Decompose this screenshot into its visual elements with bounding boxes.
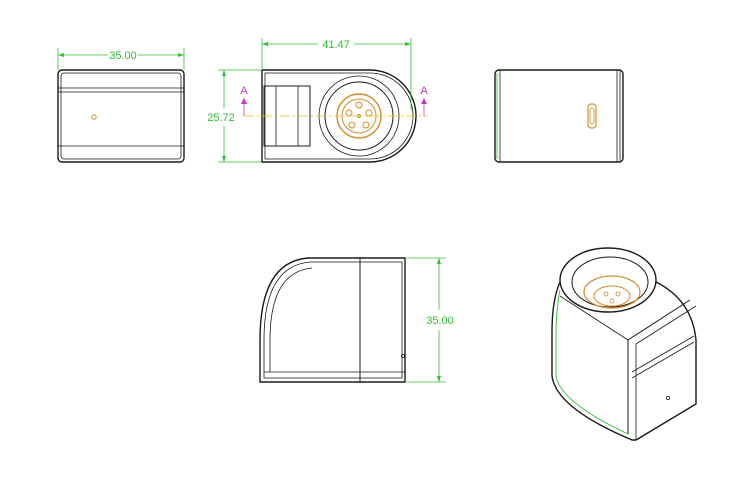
dimension-side-height: 35.00 <box>405 257 454 383</box>
usb-port <box>587 103 597 129</box>
section-marker-right: A <box>420 85 428 116</box>
dim-top-height-label: 25.72 <box>207 112 235 124</box>
isometric-view <box>551 247 697 441</box>
dimension-top-length: 41.47 <box>261 38 412 110</box>
dim-side-height-label: 35.00 <box>426 315 454 327</box>
dim-top-length-label: 41.47 <box>322 39 350 51</box>
front-view: 35.00 <box>57 48 185 163</box>
svg-text:A: A <box>420 85 428 97</box>
side-view: 35.00 <box>259 257 454 383</box>
section-marker-left: A <box>240 85 248 116</box>
back-view <box>494 69 624 163</box>
indicator-hole <box>91 114 97 120</box>
top-view: A A 41.47 25.72 <box>207 38 428 163</box>
svg-text:A: A <box>240 85 248 97</box>
dimension-front-width: 35.00 <box>57 48 185 70</box>
dimension-top-height: 25.72 <box>207 69 262 163</box>
dim-front-width-label: 35.00 <box>109 50 137 62</box>
